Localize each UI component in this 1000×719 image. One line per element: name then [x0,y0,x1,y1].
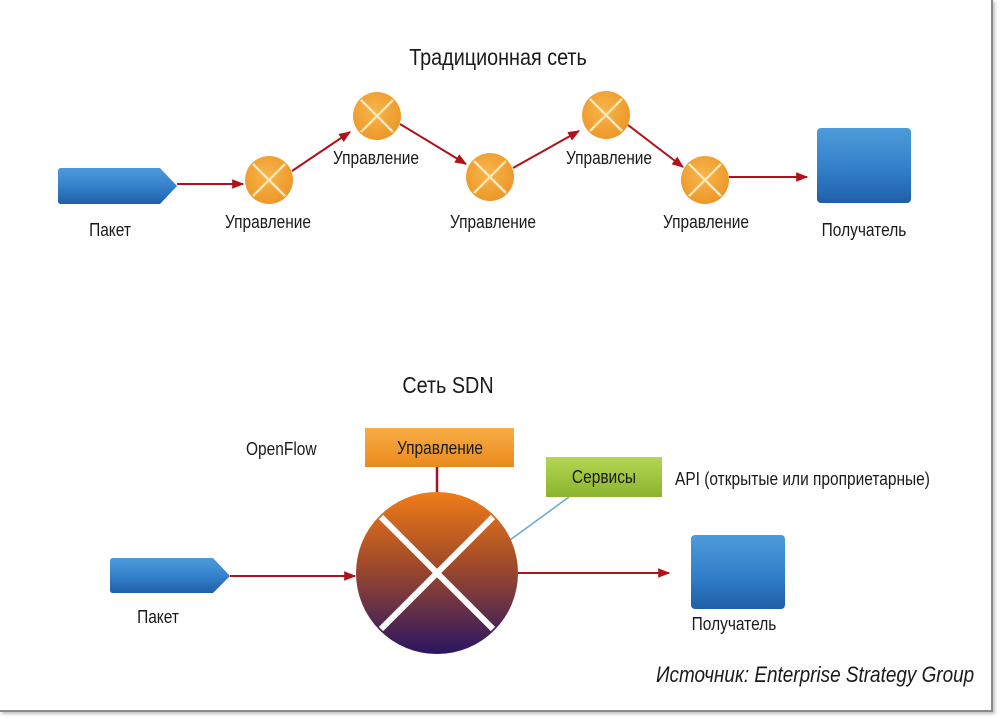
sdn-services-label: Сервисы [571,467,637,487]
link-services-switch [509,496,570,541]
traditional-links [177,123,809,189]
sdn-api-label: API (открытые или проприетарные) [675,469,930,489]
traditional-switch-node-5 [681,156,729,204]
sdn-receiver-icon [691,535,785,609]
sdn-packet-icon [110,558,230,593]
traditional-node-1-label: Управление [224,212,312,232]
traditional-title: Традиционная сеть [409,44,587,70]
traditional-packet-label: Пакет [89,220,131,240]
receiver-icon [817,128,911,203]
traditional-receiver-label: Получатель [821,220,907,240]
link-node4-node5 [627,124,684,168]
traditional-switch-node-2 [353,92,401,140]
sdn-title: Сеть SDN [402,372,494,398]
traditional-node-5-label: Управление [662,212,750,232]
sdn-control-box [365,428,514,467]
sdn-receiver-label: Получатель [691,614,777,634]
link-node2-node3 [399,123,468,165]
sdn-switch-node [356,492,518,654]
sdn-openflow-label: OpenFlow [246,439,317,459]
traditional-node-4-label: Управление [565,148,653,168]
packet-icon [58,168,177,204]
source-caption: Источник: Enterprise Strategy Group [656,662,975,687]
link-node1-node2 [291,131,351,172]
traditional-node-3-label: Управление [449,212,537,232]
sdn-control-label: Управление [396,438,484,458]
traditional-switch-node-1 [245,156,293,204]
traditional-switch-node-3 [466,153,514,201]
traditional-node-2-label: Управление [332,148,420,168]
sdn-packet-label: Пакет [137,607,179,627]
traditional-switch-node-4 [582,91,630,139]
link-node3-node4 [512,130,581,169]
sdn-services-box [546,457,662,497]
